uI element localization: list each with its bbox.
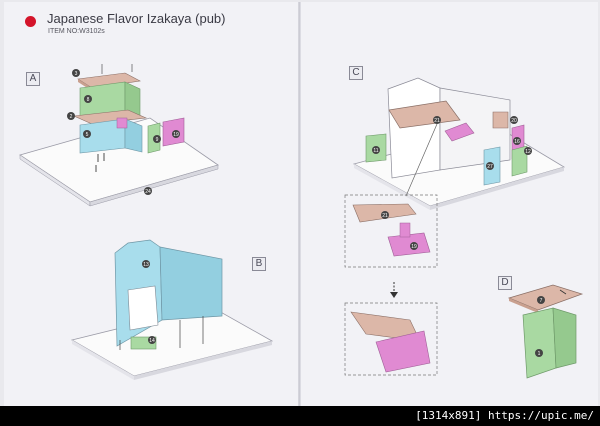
step-c-illustration: 11 16 27 12 20 21 21 19 (344, 77, 565, 376)
step-d-label: D (498, 276, 512, 290)
japan-flag-icon (25, 16, 36, 27)
image-caption: [1314x891] https://upic.me/ (415, 409, 594, 422)
svg-text:20: 20 (511, 118, 517, 124)
svg-text:13: 13 (143, 262, 149, 268)
item-number: ITEM NO:W3102s (48, 28, 105, 35)
svg-text:8: 8 (87, 97, 90, 103)
svg-text:19: 19 (411, 244, 417, 250)
svg-text:2: 2 (70, 114, 73, 120)
svg-text:1: 1 (538, 351, 541, 357)
svg-text:21: 21 (434, 118, 440, 124)
svg-text:14: 14 (149, 338, 155, 344)
svg-text:19: 19 (173, 132, 179, 138)
svg-text:3: 3 (75, 71, 78, 77)
center-fold (298, 2, 301, 406)
assembly-illustrations: 3 8 2 5 9 19 24 13 14 (19, 64, 584, 380)
page-title: Japanese Flavor Izakaya (pub) (47, 11, 226, 26)
step-b-illustration: 13 14 (70, 239, 274, 380)
step-a-label: A (26, 72, 40, 86)
step-a-illustration: 3 8 2 5 9 19 24 (19, 64, 219, 207)
svg-text:21: 21 (382, 213, 388, 219)
svg-text:27: 27 (487, 164, 493, 170)
svg-text:5: 5 (86, 132, 89, 138)
svg-text:24: 24 (145, 189, 151, 195)
step-b-label: B (252, 257, 266, 271)
svg-text:7: 7 (540, 298, 543, 304)
step-c-label: C (349, 66, 363, 80)
step-d-illustration: 7 1 (507, 284, 584, 379)
caption-bar (0, 406, 600, 426)
svg-text:11: 11 (373, 148, 378, 154)
svg-text:16: 16 (514, 139, 520, 145)
svg-text:9: 9 (156, 137, 159, 143)
svg-text:12: 12 (525, 149, 531, 155)
